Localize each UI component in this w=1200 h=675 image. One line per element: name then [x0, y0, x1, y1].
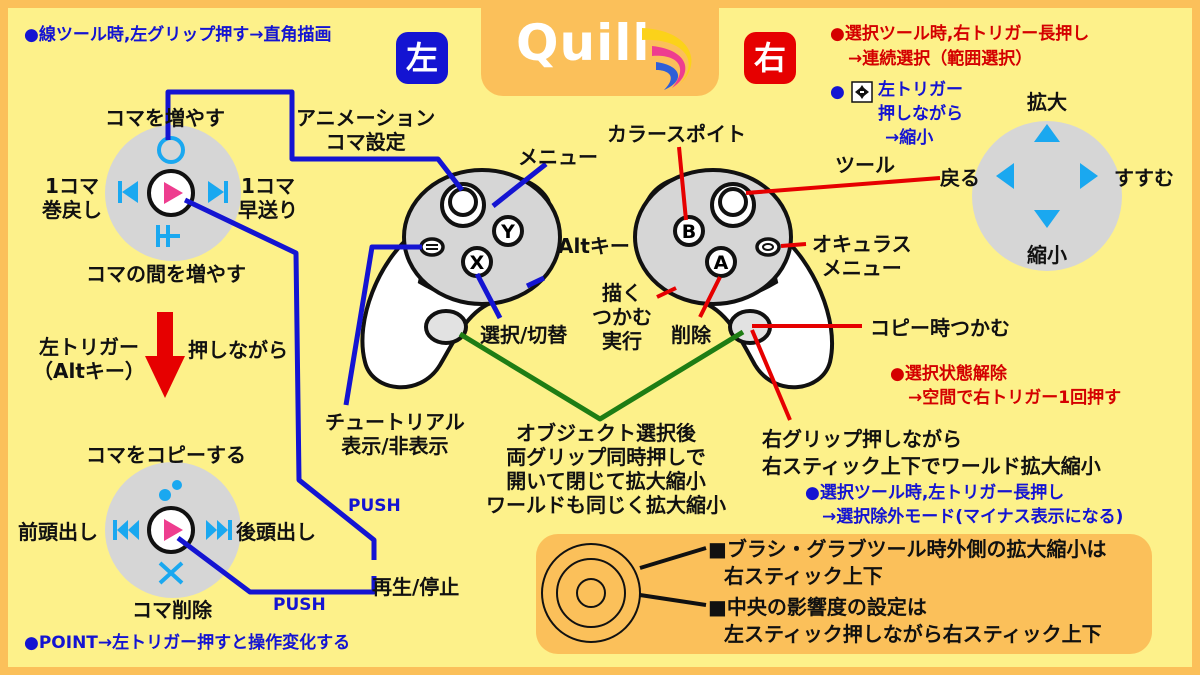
back-label: 戻る	[940, 166, 980, 190]
right-grip-note-1: 右グリップ押しながら	[762, 427, 962, 451]
trigger-hint-right: 押しながら	[188, 338, 288, 362]
delete-label: 削除	[671, 323, 711, 347]
right-top-note-2: →連続選択（範囲選択）	[848, 49, 1032, 69]
tool-label: ツール	[835, 153, 895, 177]
oculus-menu-label: オキュラス メニュー	[812, 232, 912, 280]
draw-grab-label: 描く つかむ 実行	[592, 281, 652, 353]
forward-label: すすむ	[1114, 166, 1174, 190]
both-grip-note: オブジェクト選択後 両グリップ同時押しで 開いて閉じて拡大縮小 ワールドも同じく…	[478, 421, 734, 517]
zoom-in-label: 拡大	[1027, 90, 1067, 114]
zoom-note-bullet: ●	[830, 82, 845, 102]
delete-frame-label: コマ削除	[132, 598, 212, 622]
tutorial-line1: チュートリアル	[325, 410, 465, 434]
exclude-note-2: →選択除外モード(マイナス表示になる)	[822, 507, 1123, 527]
brush-note-2-line2: 左スティック押しながら右スティック上下	[724, 622, 1102, 646]
deselect-note-1: ●選択状態解除	[890, 364, 1007, 384]
brush-note-1-line1: ■ブラシ・グラブツール時外側の拡大縮小は	[708, 537, 1107, 561]
stick-icon	[852, 82, 872, 102]
animation-setting-label: アニメーション コマ設定	[296, 106, 435, 154]
add-spacing-label: コマの間を増やす	[86, 262, 246, 286]
tutorial-line2: 表示/非表示	[325, 434, 465, 458]
zoom-note-line2: 押しながら	[878, 104, 963, 124]
color-picker-label: カラースポイト	[607, 122, 746, 146]
draw-grab-line2: つかむ	[592, 305, 652, 329]
both-grip-line1: オブジェクト選択後	[478, 421, 734, 445]
zoom-note-line1: 左トリガー	[878, 80, 963, 100]
select-switch-label: 選択/切替	[480, 323, 567, 347]
trigger-hint-line1: 左トリガー	[33, 335, 145, 359]
b-button-label: B	[682, 221, 696, 243]
push-label-bottom: PUSH	[273, 595, 326, 615]
animation-setting-line2: コマ設定	[296, 130, 435, 154]
panel-leaders	[640, 548, 706, 605]
menu-label: メニュー	[518, 145, 598, 169]
a-button-label: A	[714, 252, 729, 274]
left-thumbstick	[442, 184, 484, 226]
y-button-label: Y	[500, 221, 515, 243]
right-top-note-1: ●選択ツール時,右トリガー長押し	[830, 24, 1089, 44]
brush-note-1-line2: 右スティック上下	[724, 564, 883, 588]
prev-head-label: 前頭出し	[18, 520, 98, 544]
copy-grab-label: コピー時つかむ	[870, 316, 1010, 340]
push-label-top: PUSH	[348, 496, 401, 516]
tutorial-label: チュートリアル 表示/非表示	[325, 410, 465, 458]
copy-frame-label: コマをコピーする	[86, 443, 246, 467]
play-stop-label: 再生/停止	[372, 575, 459, 599]
trigger-hint-line2: （Altキー）	[33, 359, 145, 383]
both-grip-line4: ワールドも同じく拡大縮小	[478, 493, 734, 517]
forward-frame-label: 1コマ 早送り	[238, 174, 298, 222]
right-thumbstick	[712, 184, 754, 226]
zoom-note-line3: →縮小	[885, 128, 933, 148]
oculus-menu-line1: オキュラス	[812, 232, 912, 256]
draw-grab-line1: 描く	[592, 281, 652, 305]
trigger-hint-left: 左トリガー （Altキー）	[33, 335, 145, 383]
draw-grab-line3: 実行	[592, 329, 652, 353]
oculus-menu-line2: メニュー	[812, 256, 912, 280]
forward-frame-line2: 早送り	[238, 198, 298, 222]
brush-note-2-line1: ■中央の影響度の設定は	[708, 595, 927, 619]
forward-frame-line1: 1コマ	[238, 174, 298, 198]
both-grip-line2: 両グリップ同時押しで	[478, 445, 734, 469]
x-button-label: X	[470, 252, 485, 274]
exclude-note-1: ●選択ツール時,左トリガー長押し	[805, 483, 1064, 503]
rewind-frame-line1: 1コマ	[42, 174, 102, 198]
animation-setting-line1: アニメーション	[296, 106, 435, 130]
add-frame-label: コマを増やす	[105, 106, 225, 130]
stick-influence-icon	[542, 544, 640, 642]
both-grip-line3: 開いて閉じて拡大縮小	[478, 469, 734, 493]
arrow-down-icon	[145, 312, 185, 398]
point-note: ●POINT→左トリガー押すと操作変化する	[24, 633, 350, 653]
deselect-note-2: →空間で右トリガー1回押す	[908, 388, 1121, 408]
rewind-frame-label: 1コマ 巻戻し	[42, 174, 102, 222]
rewind-frame-line2: 巻戻し	[42, 198, 102, 222]
menu-button-left	[421, 239, 443, 255]
oculus-button	[757, 239, 779, 255]
zoom-out-label: 縮小	[1027, 243, 1067, 267]
next-head-label: 後頭出し	[236, 520, 316, 544]
right-grip-note-2: 右スティック上下でワールド拡大縮小	[762, 454, 1101, 478]
left-top-note: ●線ツール時,左グリップ押す→直角描画	[24, 25, 332, 45]
alt-key-label: Altキー	[558, 234, 630, 258]
